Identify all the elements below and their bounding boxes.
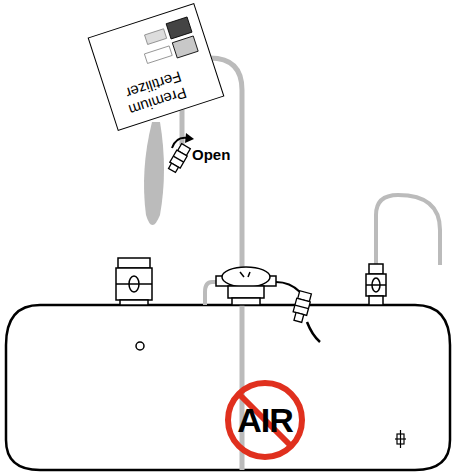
bag-label: Premium Fertilizer xyxy=(112,68,189,122)
bag-artwork xyxy=(131,14,200,71)
sign-text: AIR xyxy=(237,401,293,440)
no-air-sign: AIR xyxy=(228,383,302,457)
fertilizer-bag: Premium Fertilizer xyxy=(88,3,225,131)
bag-icons xyxy=(131,14,200,71)
action-label: Open xyxy=(192,146,230,163)
